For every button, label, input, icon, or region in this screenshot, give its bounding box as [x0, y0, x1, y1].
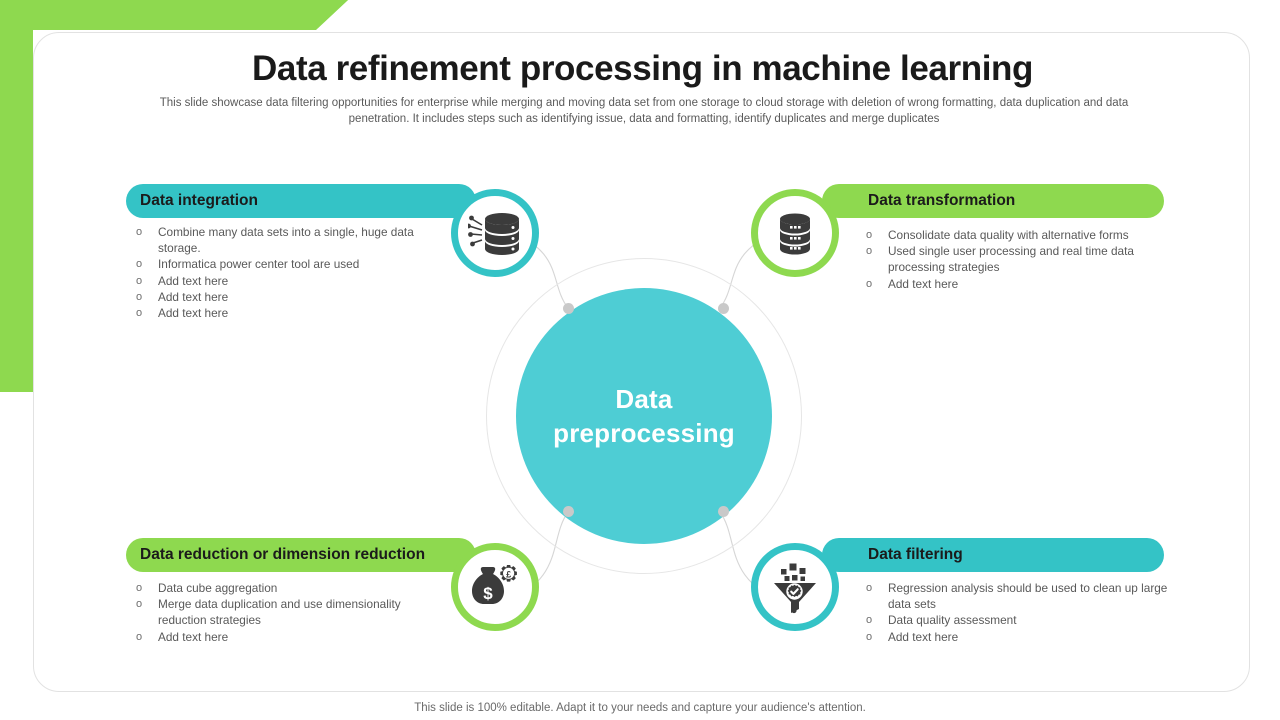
bullet-marker-icon: o [136, 598, 143, 611]
panel-title-data-reduction: Data reduction or dimension reduction [140, 546, 426, 563]
list-item: o Data quality assessment [866, 612, 1168, 628]
bullet-text: Combine many data sets into a single, hu… [158, 225, 414, 256]
list-item: o Data cube aggregation [136, 580, 436, 596]
bullet-text: Add text here [158, 306, 229, 321]
list-item: o Informatica power center tool are used [136, 256, 426, 272]
footer-note: This slide is 100% editable. Adapt it to… [414, 702, 866, 714]
bullet-marker-icon: o [136, 226, 143, 238]
bullet-marker-icon: o [866, 614, 873, 627]
icon-bubble-data-filtering[interactable] [751, 543, 839, 631]
icon-bubble-data-reduction[interactable]: $ £ [451, 543, 539, 631]
list-item: o Regression analysis should be used to … [866, 580, 1168, 612]
bullet-text: Data quality assessment [888, 613, 1017, 628]
panel-header-data-transformation[interactable]: Data transformation [822, 184, 1164, 218]
bullet-marker-icon: o [136, 258, 143, 271]
list-item: o Add text here [136, 273, 426, 289]
bullet-text: Add text here [888, 629, 959, 644]
bullet-text: Consolidate data quality with alternativ… [888, 228, 1129, 242]
bullet-marker-icon: o [866, 582, 873, 594]
list-item: o Add text here [866, 276, 1168, 292]
bullet-marker-icon: o [866, 630, 873, 643]
list-item: o Combine many data sets into a single, … [136, 224, 426, 256]
bullet-marker-icon: o [136, 290, 143, 303]
bullet-text: Add text here [158, 629, 229, 644]
page-title: Data refinement processing in machine le… [252, 49, 1033, 88]
panel-title-data-transformation: Data transformation [868, 192, 1016, 209]
bullet-list-data-integration: o Combine many data sets into a single, … [136, 224, 426, 321]
bullet-marker-icon: o [866, 229, 873, 241]
panel-header-data-filtering[interactable]: Data filtering [822, 538, 1164, 572]
hub-connector-dot-bottom-right [718, 506, 729, 517]
panel-title-data-filtering: Data filtering [868, 546, 963, 563]
bullet-list-data-transformation: o Consolidate data quality with alternat… [866, 227, 1168, 292]
bullet-text: Data cube aggregation [158, 581, 278, 595]
bullet-text: Merge data duplication and use dimension… [158, 597, 401, 628]
center-hub: Data preprocessing [516, 288, 772, 544]
bullet-marker-icon: o [136, 582, 143, 594]
list-item: o Add text here [136, 305, 426, 321]
hub-outer-ring [486, 258, 802, 574]
center-hub-label: Data preprocessing [553, 382, 735, 450]
list-item: o Add text here [136, 629, 436, 645]
bullet-text: Add text here [158, 289, 229, 304]
center-hub-label-line1: Data [615, 384, 673, 414]
svg-text:$: $ [483, 584, 493, 603]
funnel-filter-icon [774, 563, 816, 614]
hub-connector-dot-top-left [563, 303, 574, 314]
bullet-text: Add text here [158, 273, 229, 288]
list-item: o Used single user processing and real t… [866, 243, 1168, 275]
database-stack-icon [780, 213, 810, 255]
page-subtitle: This slide showcase data filtering oppor… [159, 97, 1129, 125]
hub-connector-dot-top-right [718, 303, 729, 314]
panel-header-data-integration[interactable]: Data integration [126, 184, 476, 218]
database-network-icon [468, 213, 519, 255]
bullet-list-data-reduction: o Data cube aggregation o Merge data dup… [136, 580, 436, 645]
money-bag-gear-icon: $ £ [472, 565, 517, 604]
panel-header-data-reduction[interactable]: Data reduction or dimension reduction [126, 538, 476, 572]
hub-connector-dot-bottom-left [563, 506, 574, 517]
bullet-marker-icon: o [866, 245, 873, 258]
bullet-text: Used single user processing and real tim… [888, 244, 1134, 275]
bullet-list-data-filtering: o Regression analysis should be used to … [866, 580, 1168, 645]
panel-title-data-integration: Data integration [140, 192, 258, 209]
bullet-marker-icon: o [866, 277, 873, 290]
bullet-marker-icon: o [136, 274, 143, 287]
svg-text:£: £ [506, 569, 511, 579]
icon-bubble-data-integration[interactable] [451, 189, 539, 277]
bullet-text: Add text here [888, 276, 959, 291]
center-hub-label-line2: preprocessing [553, 418, 735, 448]
list-item: o Add text here [866, 629, 1168, 645]
icon-bubble-data-transformation[interactable] [751, 189, 839, 277]
list-item: o Add text here [136, 289, 426, 305]
bullet-text: Regression analysis should be used to cl… [888, 581, 1168, 612]
bullet-marker-icon: o [136, 307, 143, 320]
bullet-text: Informatica power center tool are used [158, 257, 360, 272]
list-item: o Merge data duplication and use dimensi… [136, 596, 436, 628]
bullet-marker-icon: o [136, 630, 143, 643]
list-item: o Consolidate data quality with alternat… [866, 227, 1168, 243]
